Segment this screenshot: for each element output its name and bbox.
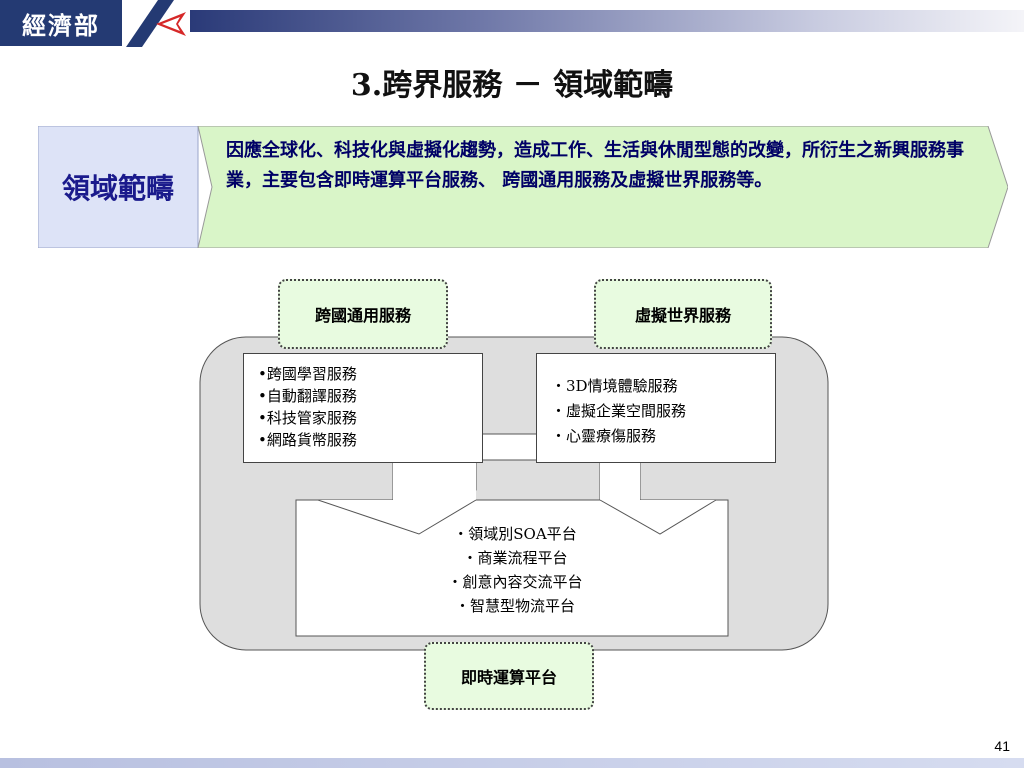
list-item: ・智慧型物流平台 [454, 597, 575, 615]
ministry-logo: 經濟部 [0, 0, 122, 46]
tag-realtime-platform: 即時運算平台 [424, 642, 594, 710]
service-diagram: 跨國通用服務 虛擬世界服務 •跨國學習服務 •自動翻譯服務 •科技管家服務 •網… [0, 270, 1024, 720]
page-number: 41 [994, 738, 1010, 754]
list-item: •自動翻譯服務 [258, 387, 357, 405]
banner-label: 領域範疇 [61, 172, 174, 205]
list-item: •跨國學習服務 [258, 365, 357, 383]
realtime-platform-list: ・領域別SOA平台 ・商業流程平台 ・創意內容交流平台 ・智慧型物流平台 [430, 522, 600, 622]
tag-virtual-world-services: 虛擬世界服務 [594, 279, 772, 349]
tag-cross-border-services: 跨國通用服務 [278, 279, 448, 349]
list-item: ・虛擬企業空間服務 [551, 402, 687, 420]
banner-description: 因應全球化、科技化與虛擬化趨勢，造成工作、生活與休閒型態的改變，所衍生之新興服務… [226, 140, 964, 191]
header-gradient-bar [190, 10, 1024, 32]
cross-border-services-list: •跨國學習服務 •自動翻譯服務 •科技管家服務 •網路貨幣服務 [243, 353, 483, 463]
list-item: ・3D情境體驗服務 [551, 377, 678, 395]
scope-banner [38, 126, 1008, 248]
header-bar: 經濟部 [0, 0, 1024, 47]
list-item: ・商業流程平台 [462, 549, 568, 567]
list-item: ・心靈療傷服務 [551, 427, 657, 445]
list-item: ・創意內容交流平台 [447, 573, 583, 591]
page-title: 3.跨界服務 － 領域範疇 [350, 68, 674, 103]
list-item: •網路貨幣服務 [258, 431, 357, 449]
virtual-world-services-list: ・3D情境體驗服務 ・虛擬企業空間服務 ・心靈療傷服務 [536, 353, 776, 463]
footer-bar [0, 758, 1024, 768]
flag-chevron-icon [122, 0, 192, 47]
list-item: •科技管家服務 [258, 409, 357, 427]
list-item: ・領域別SOA平台 [453, 525, 577, 543]
